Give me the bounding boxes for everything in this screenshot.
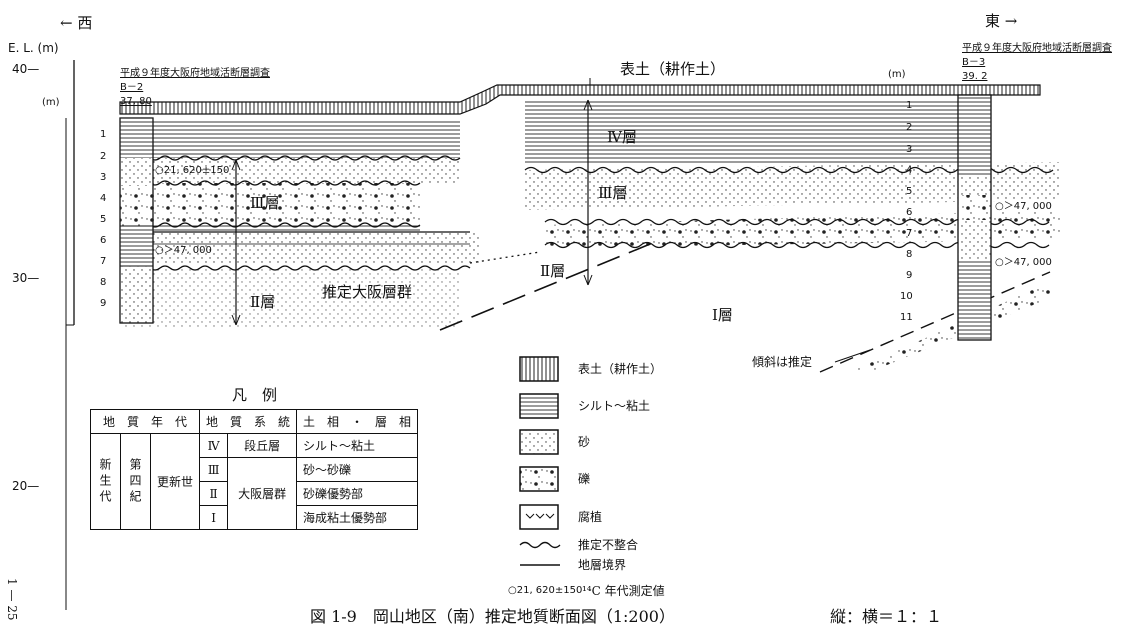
west-gravel-layer (120, 183, 420, 223)
header-facies: 土 相 ・ 層 相 (296, 409, 419, 434)
layer-cell: Ⅳ (199, 433, 229, 458)
layer-cell: Ⅲ (199, 457, 229, 482)
b2-depth: 3 (100, 172, 107, 183)
b2-name: B－2 (120, 82, 144, 93)
age-b3-47000-upper: ○＞47, 000 (995, 201, 1052, 212)
legend-unconformity: 推定不整合 (578, 538, 639, 552)
b2-depth: 5 (100, 214, 107, 225)
layer-cell: Ⅰ (199, 505, 229, 530)
legend-title: 凡 例 (232, 386, 278, 404)
b3-depth: 7 (906, 228, 913, 239)
b3-survey: 平成９年度大阪府地域活断層調査 (962, 43, 1112, 54)
era-cell: 新生代 (90, 433, 121, 530)
west-sand-lower (120, 233, 480, 263)
east-sand-layer (525, 162, 1060, 210)
east-gravel-wedge (850, 282, 1050, 372)
age-b3-47000-lower: ○＞47, 000 (995, 257, 1052, 268)
b2-depth: 6 (100, 235, 107, 246)
west-silt-band (120, 223, 420, 231)
page-number: 1 — 25 (5, 578, 19, 621)
b3-depth: 8 (906, 249, 913, 260)
elevation-tick-30: 30— (12, 271, 40, 285)
b3-depth: 1 (906, 100, 913, 111)
west-sand-layer (120, 158, 460, 183)
east-gravel-layer (545, 210, 1060, 248)
epoch-cell: 更新世 (149, 433, 201, 530)
legend-sand: 砂 (578, 435, 591, 449)
b2-depth: 1 (100, 129, 107, 140)
period-cell: 第四紀 (120, 433, 151, 530)
b3-depth: 5 (906, 186, 913, 197)
b2-depth: 7 (100, 256, 107, 267)
layer-2-west-label: Ⅱ層 (250, 293, 276, 311)
west-direction-label: ← 西 (60, 14, 93, 32)
elevation-axis-label: E. L. (m) (8, 41, 59, 55)
b2-survey: 平成９年度大阪府地域活断層調査 (120, 68, 270, 79)
east-direction-label: 東 → (985, 12, 1018, 30)
legend-humus: 腐植 (578, 510, 603, 524)
facies-cell: 砂～砂礫 (296, 457, 419, 482)
osaka-cell: 大阪層群 (227, 457, 298, 530)
facies-cell: 砂礫優勢部 (296, 481, 419, 506)
ground-topsoil (119, 84, 1041, 115)
b3-depth: 6 (906, 207, 913, 218)
depth-unit-west: (m) (42, 97, 60, 108)
facies-cell: シルト～粘土 (296, 433, 419, 458)
layer-3-west-label: Ⅲ層 (250, 194, 280, 212)
figure-title: 図 1-9 岡山地区（南）推定地質断面図（1:200） (310, 607, 675, 626)
osaka-group-label: 推定大阪層群 (322, 283, 413, 301)
elevation-tick-40: 40— (12, 62, 40, 76)
b2-depth: 9 (100, 298, 107, 309)
depth-unit-east: (m) (888, 69, 906, 80)
west-osaka-sand (120, 268, 460, 328)
legend-silt-clay: シルト～粘土 (578, 399, 651, 413)
layer-1-label: Ⅰ層 (712, 306, 733, 324)
legend-c14-label: ¹⁴C 年代測定値 (582, 584, 665, 598)
figure-scale: 縦：横＝１：１ (830, 607, 943, 626)
b3-name: B－3 (962, 57, 986, 68)
age-b2-21620: ○21, 620±150 (155, 165, 230, 176)
b3-depth: 3 (906, 144, 913, 155)
layer-cell: Ⅱ (199, 481, 229, 506)
b2-depth: 4 (100, 193, 107, 204)
legend-boundary: 地層境界 (578, 558, 627, 572)
b2-elevation: 37. 80 (120, 96, 152, 107)
facies-cell: 海成粘土優勢部 (296, 505, 419, 530)
layer-3-east-label: Ⅲ層 (598, 184, 628, 202)
b2-depth: 8 (100, 277, 107, 288)
b2-depth: 2 (100, 151, 107, 162)
b3-depth: 10 (900, 291, 913, 302)
header-geologic-system: 地 質 系 統 (199, 409, 298, 434)
elevation-tick-20: 20— (12, 479, 40, 493)
layer-4-label: Ⅳ層 (607, 128, 637, 146)
b3-depth: 2 (906, 122, 913, 133)
age-b2-47000: ○＞47, 000 (155, 245, 212, 256)
b3-depth: 9 (906, 270, 913, 281)
west-silt-layer (120, 120, 460, 158)
legend-gravel: 礫 (578, 472, 591, 486)
legend-topsoil: 表土（耕作土） (578, 362, 663, 376)
b3-elevation: 39. 2 (962, 71, 988, 82)
legend-c14-sample: ○21, 620±150 (508, 585, 583, 596)
layer-2-east-label: Ⅱ層 (540, 262, 566, 280)
terrace-cell: 段丘層 (227, 433, 298, 458)
topsoil-label: 表土（耕作土） (620, 60, 726, 78)
b3-depth: 11 (900, 312, 913, 323)
stratigraphy-legend-table: 地 質 年 代 地 質 系 統 土 相 ・ 層 相 新生代 第四紀 更新世 Ⅳ … (89, 409, 419, 530)
header-geologic-age: 地 質 年 代 (89, 409, 201, 434)
slope-note: 傾斜は推定 (752, 355, 813, 369)
east-silt-layer (525, 100, 960, 165)
b3-depth: 4 (906, 165, 913, 176)
